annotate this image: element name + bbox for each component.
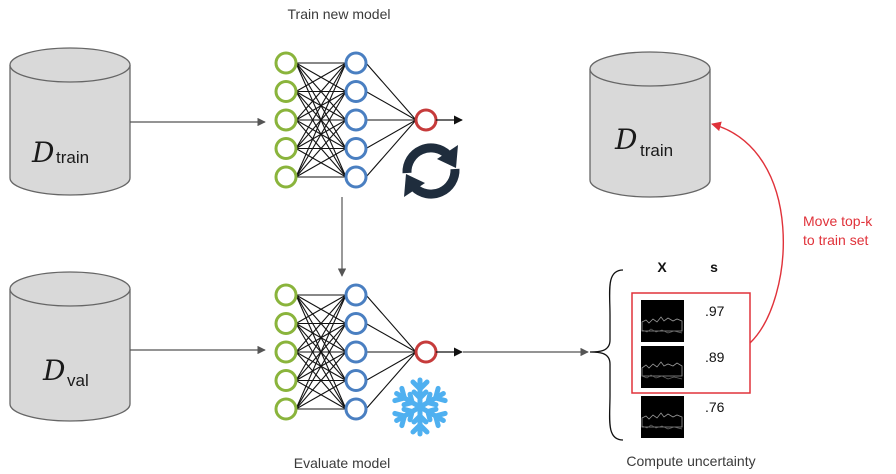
- hidden-node: [344, 108, 368, 132]
- input-node: [274, 137, 298, 160]
- network-edge: [365, 294, 417, 353]
- network-edge: [295, 148, 347, 178]
- hidden-node: [344, 137, 368, 160]
- dataset-subscript-train: train: [56, 148, 89, 167]
- dataset-train-cylinder: D train: [9, 47, 131, 196]
- network-edge: [365, 351, 417, 381]
- network-edge: [365, 91, 417, 121]
- uncertainty-score: .89: [705, 349, 725, 365]
- input-node: [274, 369, 298, 392]
- dataset-train-target-cylinder: D train: [589, 51, 711, 198]
- hidden-node: [344, 312, 368, 335]
- network-edge: [365, 351, 417, 410]
- move-top-k-label: Move top-k: [803, 213, 873, 229]
- uncertainty-score: .76: [705, 399, 725, 415]
- train-model-caption: Train new model: [288, 6, 391, 22]
- hidden-node: [344, 80, 368, 103]
- network-edge: [295, 119, 347, 178]
- hidden-node: [344, 165, 368, 189]
- input-node: [274, 397, 298, 421]
- neural-network-evaluate: [274, 283, 463, 421]
- sample-image: [641, 300, 684, 342]
- network-edge: [365, 323, 417, 353]
- network-edge: [295, 323, 347, 410]
- network-edge: [295, 294, 347, 353]
- network-edge: [295, 294, 347, 381]
- hidden-node: [344, 340, 368, 364]
- network-edge: [365, 119, 417, 178]
- dataset-subscript-val: val: [67, 371, 89, 390]
- hidden-node: [344, 369, 368, 392]
- network-edge: [295, 294, 347, 324]
- network-edge: [295, 62, 347, 92]
- input-node: [274, 51, 298, 75]
- network-edge: [295, 91, 347, 178]
- compute-uncertainty-caption: Compute uncertainty: [626, 453, 755, 469]
- column-header-s: s: [710, 259, 718, 275]
- move-top-k-label: to train set: [803, 232, 868, 248]
- network-edge: [365, 62, 417, 121]
- network-edge: [295, 351, 347, 410]
- network-edge: [365, 119, 417, 149]
- hidden-node: [344, 51, 368, 75]
- grouping-brace: [589, 269, 624, 441]
- refresh-icon: [402, 143, 460, 199]
- input-node: [274, 108, 298, 132]
- hidden-node: [344, 397, 368, 421]
- uncertainty-score: .97: [705, 303, 725, 319]
- sample-image: [641, 396, 684, 438]
- network-edge: [295, 62, 347, 149]
- input-node: [274, 80, 298, 103]
- input-node: [274, 165, 298, 189]
- network-edge: [295, 380, 347, 410]
- sample-image: [641, 346, 684, 388]
- sample-thumbnails: [641, 300, 684, 438]
- column-header-x: X: [657, 259, 667, 275]
- neural-network-train: [274, 51, 463, 189]
- output-node: [414, 340, 438, 364]
- evaluate-model-caption: Evaluate model: [294, 455, 391, 471]
- output-node: [414, 108, 438, 132]
- hidden-node: [344, 283, 368, 307]
- move-top-k-arrow: [711, 121, 784, 344]
- dataset-symbol: D: [614, 123, 637, 156]
- dataset-val-cylinder: D val: [9, 271, 131, 422]
- network-edge: [295, 294, 347, 410]
- input-node: [274, 283, 298, 307]
- input-node: [274, 312, 298, 335]
- snowflake-icon: [393, 377, 447, 434]
- dataset-symbol: D: [42, 354, 65, 387]
- network-edge: [295, 62, 347, 121]
- network-edge: [295, 62, 347, 178]
- dataset-subscript-train: train: [640, 141, 673, 160]
- dataset-symbol: D: [31, 136, 54, 169]
- input-node: [274, 340, 298, 364]
